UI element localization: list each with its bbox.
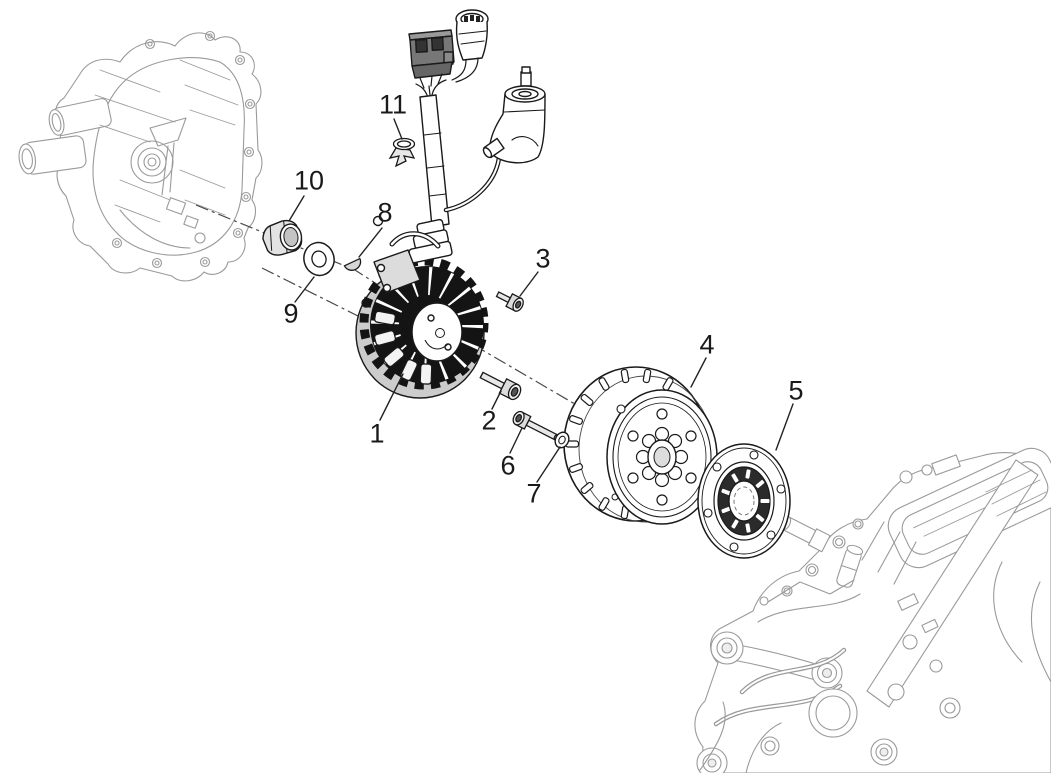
pickup-screw bbox=[495, 291, 524, 312]
leader-line-flange-bolt bbox=[509, 427, 523, 454]
leader-line-cable-clamp bbox=[393, 118, 403, 140]
leader-line-starter-clutch-ring bbox=[775, 403, 794, 451]
leader-line-nut bbox=[288, 195, 305, 222]
leader-line-small-washer bbox=[536, 446, 561, 483]
woodruff-key bbox=[343, 257, 362, 271]
leader-line-stator bbox=[379, 373, 404, 421]
leader-lines bbox=[288, 118, 794, 483]
crankcase-cover-drawing bbox=[18, 30, 263, 282]
spark-plug-cap bbox=[482, 66, 546, 164]
starter-clutch-ring bbox=[697, 443, 791, 559]
connector-3way bbox=[451, 9, 489, 83]
leader-line-flywheel-rotor bbox=[690, 357, 707, 388]
connector-2way bbox=[408, 29, 455, 89]
small-washer bbox=[554, 431, 570, 449]
cable-clamp bbox=[388, 137, 416, 168]
washer bbox=[303, 241, 335, 277]
engine-block-drawing bbox=[694, 447, 1051, 773]
wiring-harness bbox=[372, 9, 502, 294]
stator-bracket bbox=[372, 215, 421, 294]
nut bbox=[262, 219, 303, 256]
leader-line-woodruff-key bbox=[358, 227, 383, 258]
leader-line-stator-screw bbox=[491, 390, 502, 410]
leader-line-pickup-screw bbox=[519, 271, 539, 297]
leader-line-washer bbox=[294, 276, 315, 303]
stator-screw bbox=[479, 371, 522, 401]
stator bbox=[355, 256, 489, 399]
flywheel-rotor bbox=[563, 366, 718, 525]
flange-bolt bbox=[512, 410, 559, 441]
